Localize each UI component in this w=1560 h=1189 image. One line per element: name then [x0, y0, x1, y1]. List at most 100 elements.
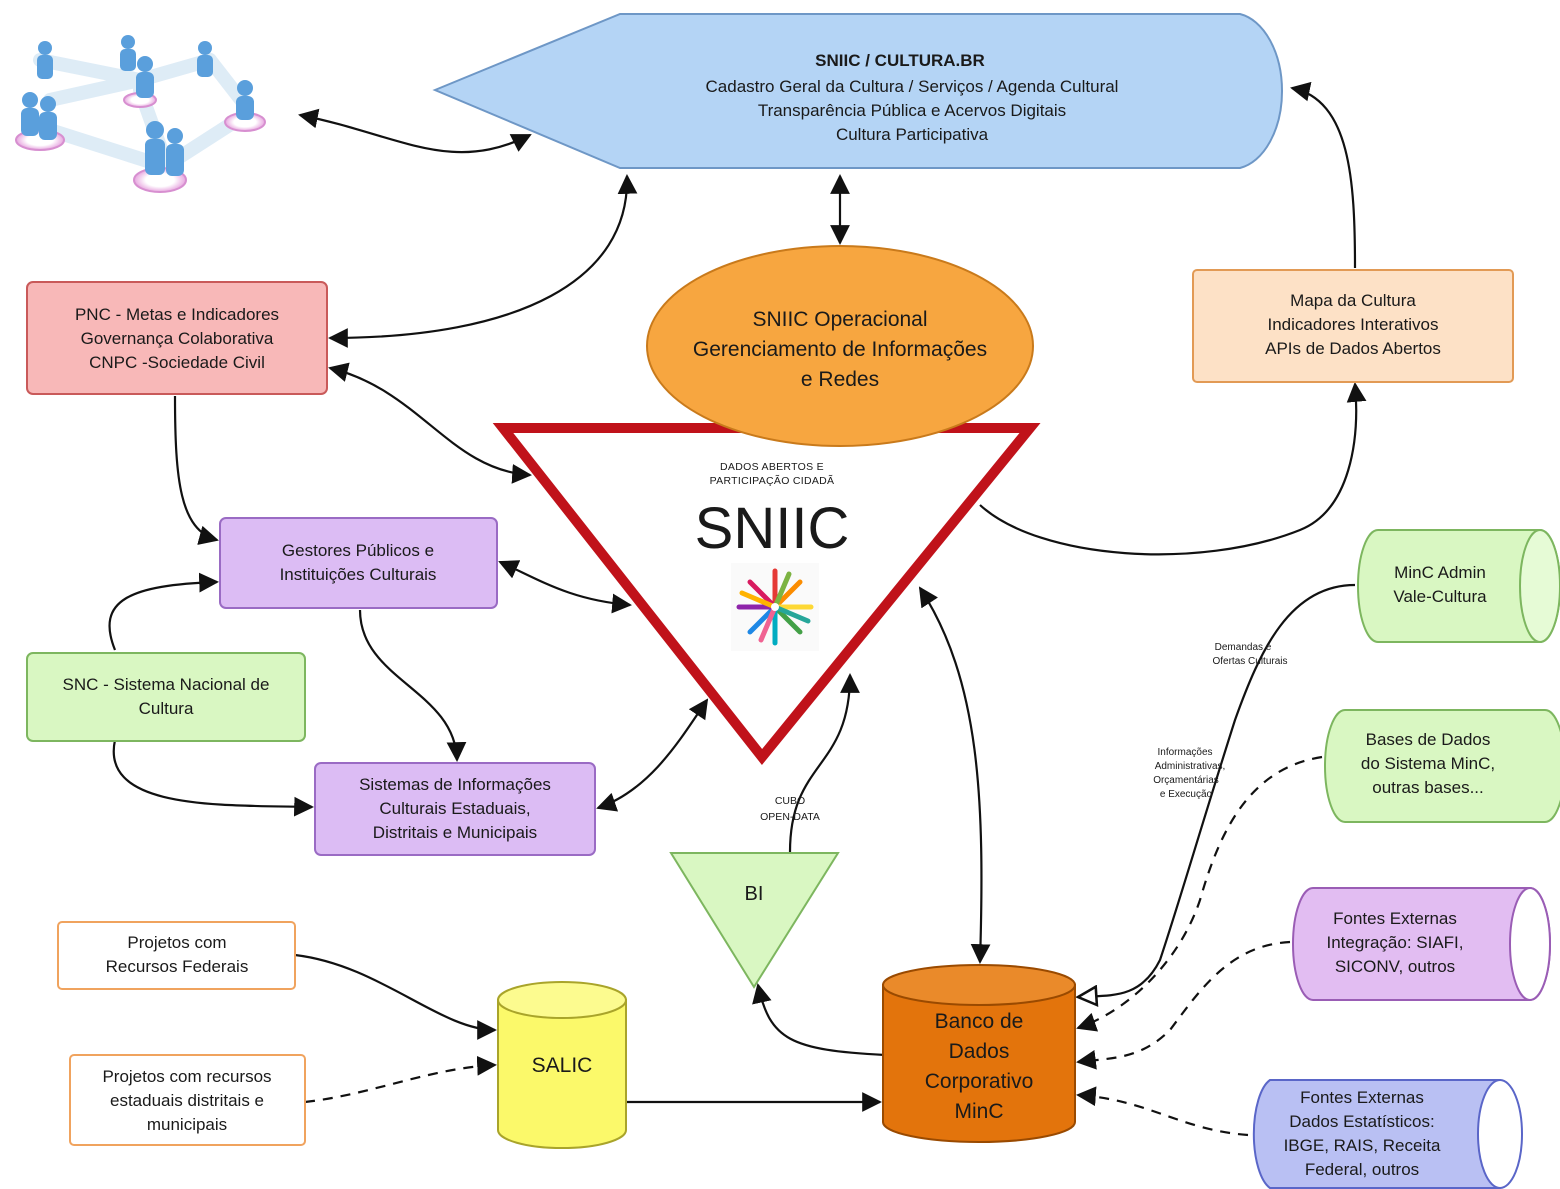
svg-text:APIs de Dados Abertos: APIs de Dados Abertos — [1265, 339, 1441, 358]
svg-text:Gestores Públicos e: Gestores Públicos e — [282, 541, 434, 560]
svg-text:e Redes: e Redes — [801, 368, 879, 391]
svg-text:Orçamentárias: Orçamentárias — [1153, 775, 1219, 786]
svg-text:Corporativo: Corporativo — [925, 1070, 1034, 1093]
portal-title: SNIIC / CULTURA.BR — [815, 51, 985, 70]
pnc-node: PNC - Metas e Indicadores Governança Col… — [26, 281, 328, 395]
svg-text:Informações: Informações — [1157, 747, 1212, 758]
bi-triangle — [669, 852, 840, 989]
svg-text:MinC Admin: MinC Admin — [1394, 563, 1486, 582]
svg-text:Sistemas de Informações: Sistemas de Informações — [359, 775, 551, 794]
info-note: Informações Administrativas, Orçamentári… — [1153, 747, 1225, 800]
svg-text:Integração: SIAFI,: Integração: SIAFI, — [1326, 933, 1463, 952]
svg-text:do Sistema MinC,: do Sistema MinC, — [1361, 754, 1495, 773]
operacional-node: SNIIC Operacional Gerenciamento de Infor… — [646, 245, 1034, 447]
svg-text:Culturais Estaduais,: Culturais Estaduais, — [379, 799, 530, 818]
svg-text:Bases de Dados: Bases de Dados — [1366, 730, 1491, 749]
svg-text:Banco de: Banco de — [935, 1010, 1024, 1033]
svg-text:Mapa da Cultura: Mapa da Cultura — [1290, 291, 1416, 310]
banco-node: Banco de Dados Corporativo MinC — [882, 964, 1076, 1143]
bi-caption: OPEN-DATA — [760, 811, 820, 823]
banco-cylinder — [882, 984, 1076, 1143]
projetos-federais-box — [57, 921, 296, 990]
svg-text:Distritais e Municipais: Distritais e Municipais — [373, 823, 537, 842]
bases-node: Bases de Dados do Sistema MinC, outras b… — [1324, 709, 1560, 823]
bi-caption: CUBO — [775, 795, 805, 807]
svg-text:Projetos com: Projetos com — [127, 933, 226, 952]
svg-text:Administrativas,: Administrativas, — [1155, 761, 1226, 772]
connector-federais-salic — [294, 953, 497, 1040]
minc-admin-node: MinC Admin Vale-Cultura — [1357, 529, 1560, 643]
connector-banco-triangle — [918, 586, 991, 964]
triangle-caption: DADOS ABERTOS E — [720, 461, 824, 473]
salic-label: SALIC — [532, 1054, 593, 1077]
svg-text:estaduais distritais e: estaduais distritais e — [110, 1091, 264, 1110]
svg-text:Instituições Culturais: Instituições Culturais — [280, 565, 437, 584]
sniic-portal-node: SNIIC / CULTURA.BR Cadastro Geral da Cul… — [432, 13, 1284, 169]
connector-triangle-mapa — [979, 382, 1367, 556]
connector-sistemas-triangle — [596, 698, 709, 812]
gestores-node: Gestores Públicos e Instituições Cultura… — [219, 517, 498, 609]
portal-line: Transparência Pública e Acervos Digitais — [758, 101, 1066, 120]
snc-box — [26, 652, 306, 742]
projetos-estaduais-node: Projetos com recursos estaduais distrita… — [69, 1054, 306, 1146]
sniic-logo — [731, 563, 819, 651]
connector-estaduais-salic — [304, 1055, 497, 1104]
people-network-icon — [15, 35, 266, 193]
svg-text:municipais: municipais — [147, 1115, 227, 1134]
connector-bases-banco — [1076, 755, 1323, 1032]
salic-node: SALIC — [497, 981, 627, 1149]
svg-text:Indicadores Interativos: Indicadores Interativos — [1267, 315, 1438, 334]
connector-pnc-gestores — [173, 395, 219, 545]
connector-snc-sistemas — [112, 739, 314, 817]
bi-node: CUBO OPEN-DATA BI — [669, 795, 840, 989]
connector-network-portal — [298, 108, 532, 154]
svg-text:Recursos Federais: Recursos Federais — [106, 957, 249, 976]
svg-text:Ofertas Culturais: Ofertas Culturais — [1212, 656, 1287, 667]
svg-text:CNPC -Sociedade Civil: CNPC -Sociedade Civil — [89, 353, 265, 372]
svg-text:SNIIC Operacional: SNIIC Operacional — [752, 308, 927, 331]
mapa-box — [1192, 269, 1514, 383]
svg-text:MinC: MinC — [954, 1100, 1003, 1123]
projetos-estaduais-box — [69, 1054, 306, 1146]
bases-cylinder — [1324, 709, 1560, 823]
demandas-note: Demandas e Ofertas Culturais — [1212, 642, 1287, 667]
connector-snc-gestores — [108, 572, 219, 651]
svg-text:Governança Colaborativa: Governança Colaborativa — [81, 329, 274, 348]
svg-text:Fontes Externas: Fontes Externas — [1333, 909, 1457, 928]
bi-label: BI — [745, 883, 764, 905]
connector-mapa-portal — [1290, 81, 1357, 269]
sniic-triangle-node: DADOS ABERTOS E PARTICIPAÇÃO CIDADÃ SNII… — [492, 423, 1041, 765]
mapa-node: Mapa da Cultura Indicadores Interativos … — [1192, 269, 1514, 383]
svg-text:Projetos com recursos: Projetos com recursos — [102, 1067, 271, 1086]
connector-estatisticos-banco — [1076, 1086, 1249, 1137]
sistemas-box — [314, 762, 596, 856]
portal-shape — [432, 13, 1284, 169]
pnc-box — [26, 281, 328, 395]
connector-gestores-triangle — [498, 560, 632, 614]
triangle-title: SNIIC — [695, 496, 850, 561]
connector-integracao-banco — [1076, 940, 1291, 1070]
svg-text:Dados Estatísticos:: Dados Estatísticos: — [1289, 1112, 1435, 1131]
svg-text:Cultura: Cultura — [139, 699, 194, 718]
sistemas-node: Sistemas de Informações Culturais Estadu… — [314, 762, 596, 856]
fontes-estatisticos-node: Fontes Externas Dados Estatísticos: IBGE… — [1252, 1079, 1523, 1189]
svg-text:Fontes Externas: Fontes Externas — [1300, 1088, 1424, 1107]
connector-gestores-sistemas — [358, 609, 467, 762]
svg-text:outras bases...: outras bases... — [1372, 778, 1484, 797]
connector-mincadmin-banco — [1078, 583, 1356, 997]
operacional-ellipse — [646, 245, 1034, 447]
connector-banco-bi — [752, 983, 886, 1057]
snc-node: SNC - Sistema Nacional de Cultura — [26, 652, 306, 742]
connector-pnc-portal — [328, 174, 638, 348]
svg-text:IBGE, RAIS, Receita: IBGE, RAIS, Receita — [1284, 1136, 1441, 1155]
svg-text:Gerenciamento de Informações: Gerenciamento de Informações — [693, 338, 987, 361]
svg-text:SICONV, outros: SICONV, outros — [1335, 957, 1455, 976]
connector-bi-triangle — [788, 673, 860, 853]
fontes-integracao-node: Fontes Externas Integração: SIAFI, SICON… — [1292, 887, 1551, 1001]
svg-text:Federal, outros: Federal, outros — [1305, 1160, 1419, 1179]
triangle-caption: PARTICIPAÇÃO CIDADÃ — [710, 474, 835, 487]
svg-text:e Execução: e Execução — [1160, 789, 1213, 800]
connectors — [108, 81, 1367, 1137]
connector-pnc-triangle — [328, 362, 532, 484]
